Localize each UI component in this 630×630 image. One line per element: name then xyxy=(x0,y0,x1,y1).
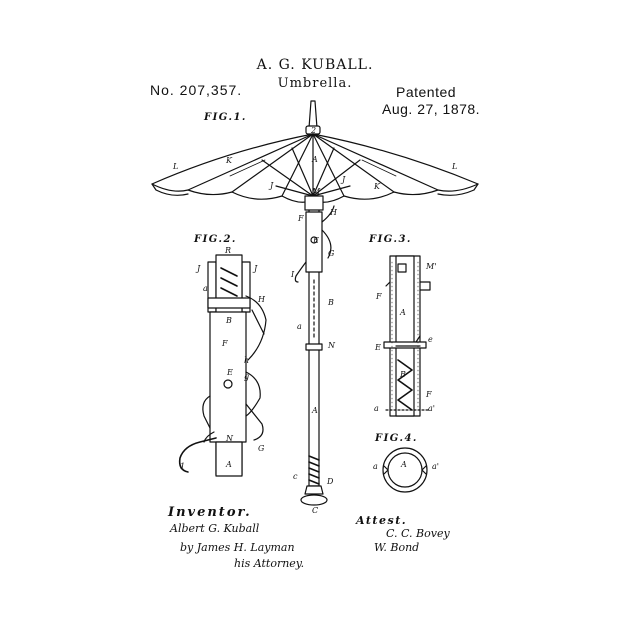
fig1-letter-I: I xyxy=(291,270,295,279)
fig3-letter-A: A xyxy=(400,308,406,317)
fig2-detail xyxy=(178,254,267,477)
fig2-label: FIG.2. xyxy=(194,234,237,245)
fig1-letter-L-left: L xyxy=(173,162,179,171)
attorney-title: his Attorney. xyxy=(234,557,305,570)
fig1-letter-K-right: K xyxy=(374,182,380,191)
fig2-letter-1: 1 xyxy=(180,462,186,471)
fig1-letter-N: N xyxy=(328,341,335,350)
fig1-letter-K-left: K xyxy=(226,156,232,165)
fig3-letter-F: F xyxy=(376,292,382,301)
invention-title: Umbrella. xyxy=(277,76,353,91)
fig3-letter-M-prime: M' xyxy=(426,262,437,271)
fig3-letter-E: E xyxy=(375,343,381,352)
witness1-signature: C. C. Bovey xyxy=(386,527,450,540)
fig3-label: FIG.3. xyxy=(369,234,412,245)
fig4-cross-section xyxy=(382,447,428,493)
fig1-letter-2: 2 xyxy=(311,126,317,135)
fig1-letter-F: F xyxy=(298,214,304,223)
fig4-label: FIG.4. xyxy=(375,433,418,444)
fig2-letter-A: A xyxy=(226,460,232,469)
fig1-letter-G: G xyxy=(328,249,335,258)
fig2-letter-a: a xyxy=(203,284,208,293)
fig2-letter-H: H xyxy=(258,295,265,304)
fig3-letter-e: e xyxy=(428,335,433,344)
fig1-letter-B: B xyxy=(328,298,334,307)
fig2-letter-J-left: J xyxy=(197,264,201,273)
attorney-signature: by James H. Layman xyxy=(180,541,295,554)
fig1-letter-D: D xyxy=(327,477,334,486)
fig2-letter-g: g xyxy=(244,372,250,381)
witness2-signature: W. Bond xyxy=(374,541,420,554)
inventor-name: A. G. KUBALL. xyxy=(256,57,374,73)
attest-heading: Attest. xyxy=(356,514,408,527)
fig2-letter-R: R xyxy=(225,246,232,255)
fig3-letter-F-lower: F xyxy=(426,390,432,399)
fig1-letter-c: c xyxy=(293,472,298,481)
patent-date: Aug. 27, 1878. xyxy=(382,101,481,117)
patented-label: Patented xyxy=(396,84,457,100)
fig3-letter-a-prime: a' xyxy=(428,404,435,413)
fig1-letter-A: A xyxy=(312,155,318,164)
fig3-letter-B: B xyxy=(400,370,406,379)
fig3-section xyxy=(383,255,431,417)
fig2-letter-F: F xyxy=(222,339,228,348)
patent-number: No. 207,357. xyxy=(150,82,243,98)
fig2-letter-J-right: J xyxy=(254,264,258,273)
fig1-letter-M: M xyxy=(312,187,321,196)
fig1-letter-a: a xyxy=(297,322,302,331)
fig2-letter-h: h xyxy=(244,356,250,365)
fig4-letter-a-prime: a' xyxy=(432,462,439,471)
fig3-letter-a: a xyxy=(374,404,379,413)
inventor-signature: Albert G. Kuball xyxy=(170,522,260,535)
fig1-letter-C: C xyxy=(312,506,319,515)
fig1-letter-J-left: J xyxy=(270,181,274,190)
fig1-letter-H: H xyxy=(330,208,337,217)
fig2-letter-N: N xyxy=(226,434,233,443)
inventor-heading: Inventor. xyxy=(168,505,252,520)
fig1-umbrella xyxy=(151,100,479,506)
fig1-letter-E: E xyxy=(313,236,319,245)
fig2-letter-G: G xyxy=(258,444,265,453)
fig2-letter-E: E xyxy=(227,368,233,377)
fig1-letter-J-right: J xyxy=(342,175,346,184)
fig1-letter-L-right: L xyxy=(452,162,458,171)
fig4-letter-A: A xyxy=(401,460,407,469)
fig4-letter-a: a xyxy=(373,462,378,471)
fig1-label: FIG.1. xyxy=(204,112,247,123)
fig1-letter-A-shaft: A xyxy=(312,406,318,415)
fig2-letter-B: B xyxy=(226,316,232,325)
